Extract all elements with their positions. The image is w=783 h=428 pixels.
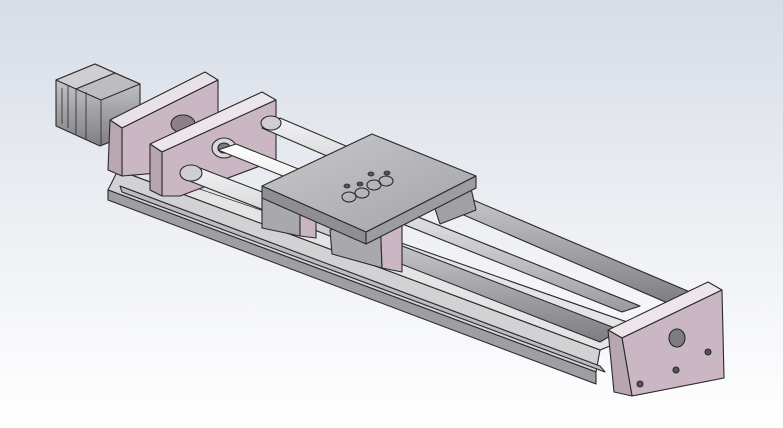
carriage[interactable]	[261, 133, 477, 273]
carriage-mounting-holes	[341, 170, 394, 203]
front-end-plate[interactable]	[607, 281, 725, 397]
